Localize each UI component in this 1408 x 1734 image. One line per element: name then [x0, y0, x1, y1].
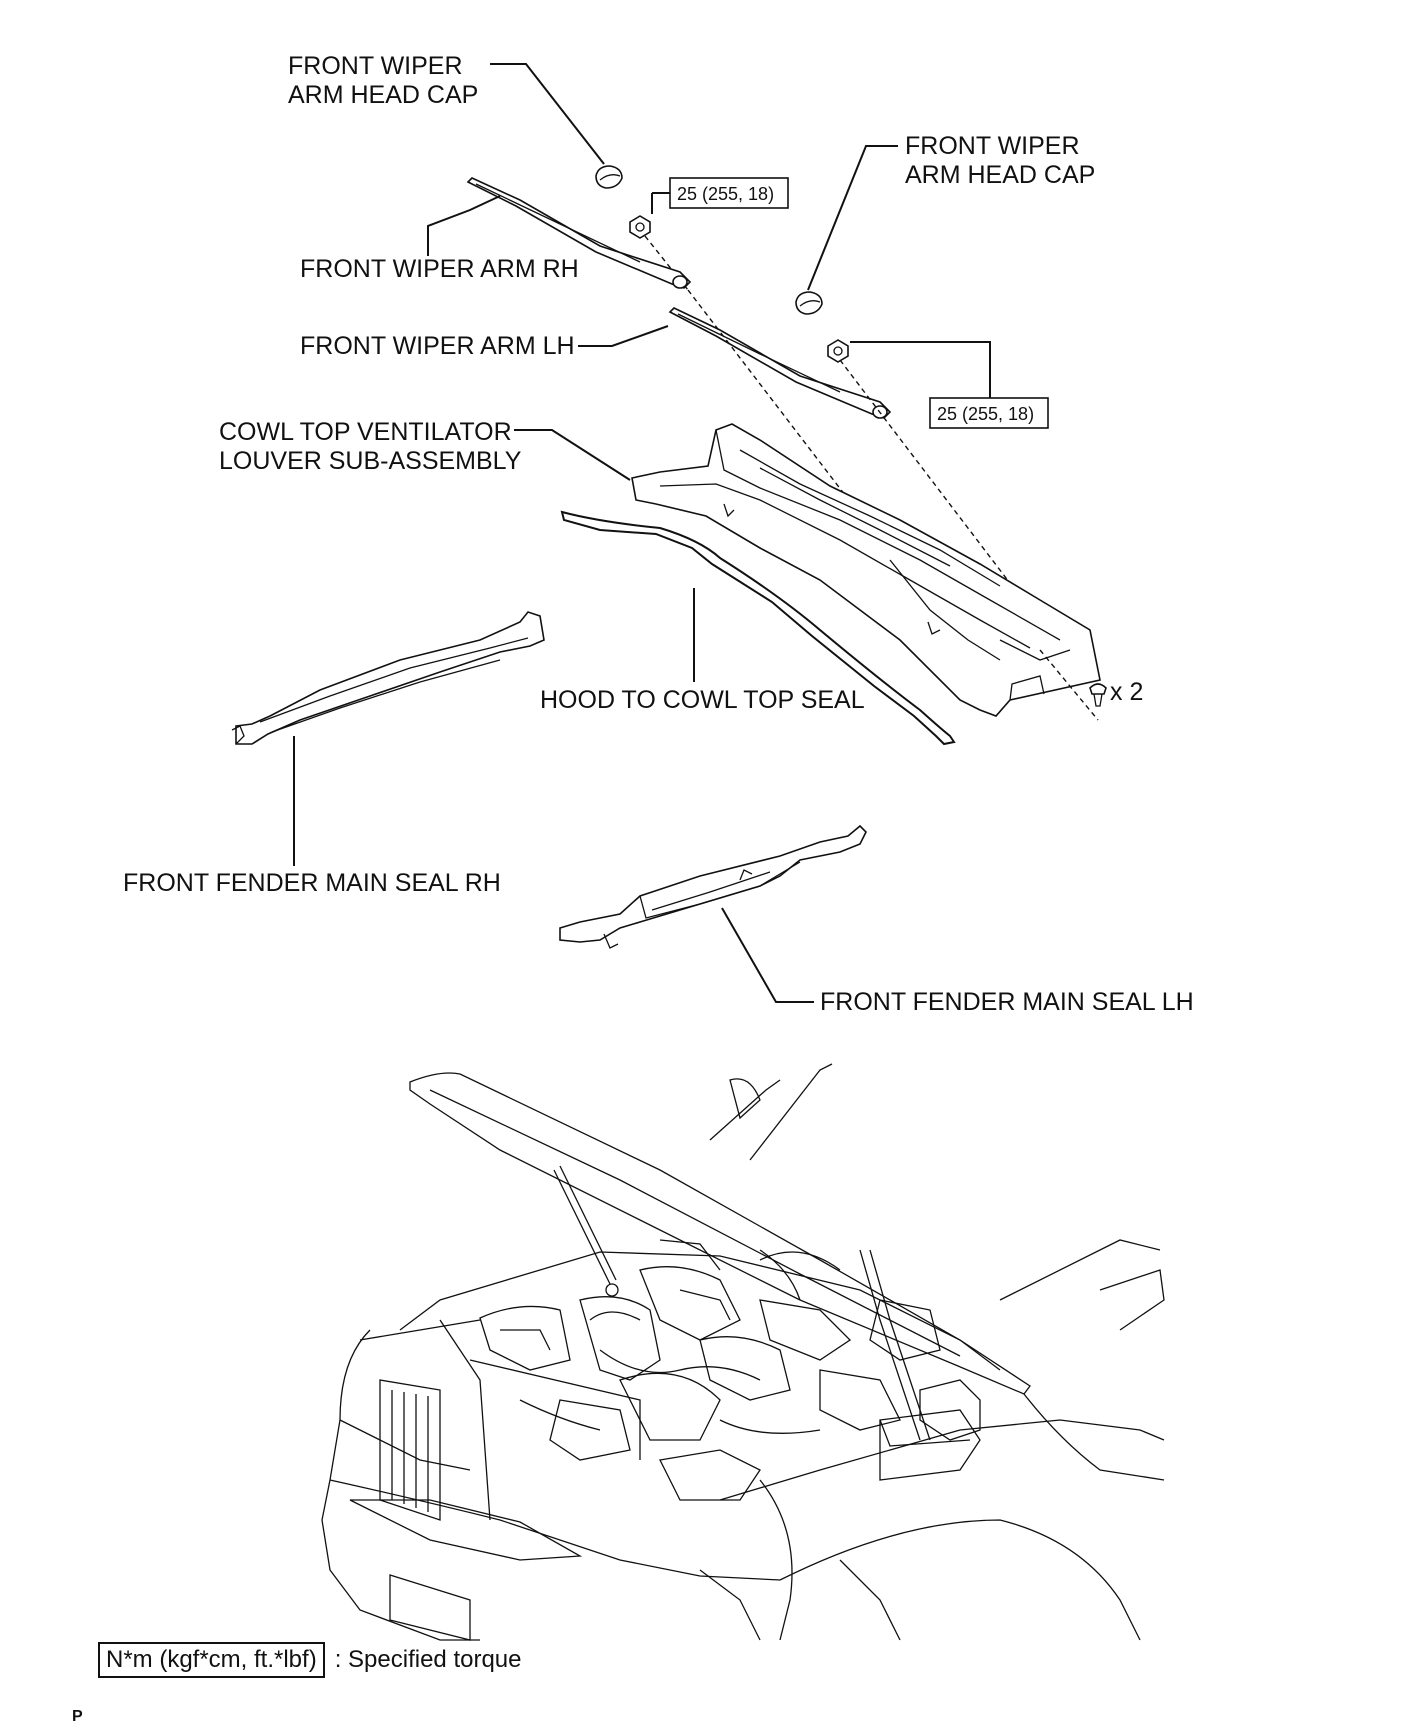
- wiper-nut-rh: [629, 215, 651, 239]
- label-wiper-cap-rh-line2: ARM HEAD CAP: [288, 81, 478, 109]
- leader-wiper-cap-rh: [490, 63, 605, 165]
- leader-wiper-arm-lh: [578, 325, 669, 347]
- wiper-arm-head-cap-rh: [595, 165, 623, 189]
- label-wiper-cap-lh-line2: ARM HEAD CAP: [905, 161, 1095, 189]
- label-wiper-cap-rh-line1: FRONT WIPER: [288, 52, 463, 80]
- leader-cowl: [514, 429, 631, 481]
- label-cowl-line1: COWL TOP VENTILATOR: [219, 418, 512, 446]
- label-wiper-arm-rh: FRONT WIPER ARM RH: [300, 255, 579, 283]
- page-code: P: [72, 1708, 83, 1725]
- label-hood-seal: HOOD TO COWL TOP SEAL: [540, 686, 865, 714]
- front-fender-main-seal-rh: [231, 611, 545, 745]
- wiper-arm-rh: [466, 177, 692, 289]
- label-fender-seal-lh: FRONT FENDER MAIN SEAL LH: [820, 988, 1194, 1016]
- label-cowl-line2: LOUVER SUB-ASSEMBLY: [219, 447, 522, 475]
- label-clip-qty: x 2: [1110, 678, 1143, 706]
- torque-unit-box: N*m (kgf*cm, ft.*lbf): [98, 1642, 325, 1678]
- vehicle-engine-bay-illustration: [321, 1063, 1165, 1641]
- leader-wiper-cap-lh: [807, 145, 898, 291]
- clip-icon: [1089, 683, 1107, 707]
- wiper-nut-lh: [827, 339, 849, 363]
- cowl-top-ventilator-louver: [631, 423, 1101, 717]
- label-wiper-cap-lh-line1: FRONT WIPER: [905, 132, 1080, 160]
- leader-wiper-arm-rh: [427, 195, 501, 256]
- leader-fender-seal-lh: [721, 907, 814, 1003]
- wiper-arm-head-cap-lh: [795, 291, 823, 315]
- torque-box-lh: [929, 397, 1049, 429]
- torque-legend-text: : Specified torque: [334, 1646, 522, 1673]
- hood-to-cowl-top-seal: [560, 510, 956, 746]
- front-fender-main-seal-lh: [559, 824, 867, 949]
- torque-value-rh: 25 (255, 18): [677, 184, 774, 204]
- torque-legend: N*m (kgf*cm, ft.*lbf) : Specified torque: [98, 1642, 522, 1678]
- torque-value-lh: 25 (255, 18): [937, 404, 1034, 424]
- label-fender-seal-rh: FRONT FENDER MAIN SEAL RH: [123, 869, 501, 897]
- wiper-arm-lh: [668, 307, 892, 419]
- label-wiper-arm-lh: FRONT WIPER ARM LH: [300, 332, 575, 360]
